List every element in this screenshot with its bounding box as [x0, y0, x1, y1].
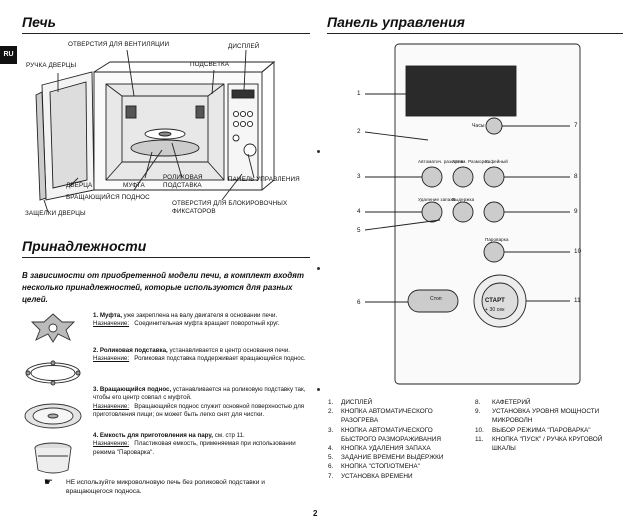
list-item: 7.УСТАНОВКА ВРЕМЕНИ [328, 472, 413, 480]
control-panel-illustration [364, 43, 581, 385]
title-rule [22, 33, 310, 34]
oven-illustration [35, 49, 276, 213]
callout-number: 9 [574, 208, 578, 215]
accessory-images [24, 313, 82, 474]
callout-number: 10 [574, 248, 582, 255]
list-item: 1.ДИСПЛЕЙ [328, 399, 373, 406]
list-item: 10.ВЫБОР РЕЖИМА "ПАРОВАРКА" [475, 426, 591, 434]
label-door-latches: ЗАЩЕЛКИ ДВЕРЦЫ [25, 210, 86, 217]
turntable-icon [24, 403, 82, 429]
start-sub-label: + 30 сек [485, 307, 505, 313]
callout-number: 8 [574, 173, 578, 180]
title-rule [327, 33, 623, 34]
page-number: 2 [313, 509, 318, 518]
list-item: 5.ЗАДАНИЕ ВРЕМЕНИ ВЫДЕРЖКИ [328, 454, 444, 462]
label-door: ДВЕРЦА [66, 182, 93, 189]
oven-section-title: Печь [22, 14, 56, 30]
callout-number: 1 [357, 90, 361, 97]
list-item: 4.КНОПКА УДАЛЕНИЯ ЗАПАХА [328, 445, 431, 453]
auto-defrost-label: Автом. Размороз. [452, 159, 491, 164]
coffee-button [483, 166, 505, 188]
auto-cook-button [421, 166, 443, 188]
note-text: НЕ используйте микроволновую печь без ро… [66, 479, 265, 495]
steam-button [483, 241, 505, 263]
list-item: 8.КАФЕТЕРИЙ [475, 399, 531, 406]
auto-defrost-button [452, 166, 474, 188]
title-rule [22, 257, 310, 258]
callout-number: 11 [574, 297, 581, 304]
stop-button [407, 289, 459, 313]
hold-button [452, 201, 474, 223]
list-item: 2.КНОПКА АВТОМАТИЧЕСКОГО РАЗОГРЕВА [328, 408, 433, 425]
start-label: СТАРТ [485, 298, 505, 304]
label-turntable: ВРАЩАЮЩИЙСЯ ПОДНОС [66, 194, 150, 201]
label-lock-holes-2: ФИКСАТОРОВ [172, 208, 216, 215]
label-coupler: МУФТА [123, 182, 145, 189]
accessory-item: 3. Вращающийся поднос, устанавливается н… [93, 386, 306, 419]
margin-dot [317, 388, 320, 391]
clock-button [485, 117, 503, 135]
label-light: ПОДСВЕТКА [190, 61, 230, 68]
panel-section-title: Панель управления [327, 14, 465, 30]
accessories-title: Принадлежности [22, 238, 147, 254]
deodor-button [421, 201, 443, 223]
label-lock-holes: ОТВЕРСТИЯ ДЛЯ БЛОКИРОВОЧНЫХ [172, 200, 288, 207]
callout-number: 7 [574, 122, 578, 129]
accessory-item: 4. Емкость для приготовления на пару, см… [93, 432, 296, 456]
margin-dot [317, 267, 320, 270]
coffee-label: Кофейный [485, 159, 508, 164]
label-display: ДИСПЛЕЙ [228, 43, 260, 50]
label-door-handle: РУЧКА ДВЕРЦЫ [26, 62, 77, 69]
list-item: 6.КНОПКА "СТОП/ОТМЕНА" [328, 463, 420, 471]
steam-label: Пароварка [485, 237, 509, 242]
roller-ring-icon [25, 360, 81, 386]
note-hand-icon: ☛ [44, 477, 53, 488]
panel-display [405, 65, 517, 117]
margin-dot [317, 150, 320, 153]
callout-number: 3 [357, 173, 361, 180]
steam-bowl-icon [34, 442, 72, 474]
accessory-item: 2. Роликовая подставка, устанавливается … [93, 347, 306, 363]
label-vents: ОТВЕРСТИЯ ДЛЯ ВЕНТИЛЯЦИИ [68, 41, 170, 48]
label-control-panel: ПАНЕЛЬ УПРАВЛЕНИЯ [228, 176, 300, 183]
callout-number: 2 [357, 128, 361, 135]
parts-list-left: 1.ДИСПЛЕЙ 2.КНОПКА АВТОМАТИЧЕСКОГО РАЗОГ… [328, 398, 468, 481]
callout-number: 6 [357, 299, 361, 306]
clock-button-label: Часы [472, 123, 485, 129]
callout-number: 4 [357, 208, 361, 215]
power-button [483, 201, 505, 223]
list-item: 9.УСТАНОВКА УРОВНЯ МОЩНОСТИ МИКРОВОЛН [475, 408, 600, 425]
auto-cook-label: Автоматич. разогрев [418, 159, 464, 164]
accessory-item: 1. Муфта, уже закреплена на валу двигате… [93, 312, 280, 328]
language-tab: RU [0, 46, 17, 64]
deodor-label: Удаление запаха [418, 197, 456, 202]
callout-number: 5 [357, 227, 361, 234]
coupler-icon [30, 313, 76, 343]
list-item: 11.КНОПКА "ПУСК" / РУЧКА КРУГОВОЙ ШКАЛЫ [475, 435, 603, 453]
stop-label: Стоп [430, 296, 442, 302]
label-roller-ring: РОЛИКОВАЯ [163, 174, 203, 181]
accessories-intro: В зависимости от приобретенной модели пе… [22, 271, 305, 304]
parts-list-right: 8.КАФЕТЕРИЙ 9.УСТАНОВКА УРОВНЯ МОЩНОСТИ … [475, 398, 625, 453]
hold-label: Выдержка [452, 197, 475, 202]
list-item: 3.КНОПКА АВТОМАТИЧЕСКОГО БЫСТРОГО РАЗМОР… [328, 426, 442, 443]
label-roller-ring-2: ПОДСТАВКА [163, 182, 202, 189]
